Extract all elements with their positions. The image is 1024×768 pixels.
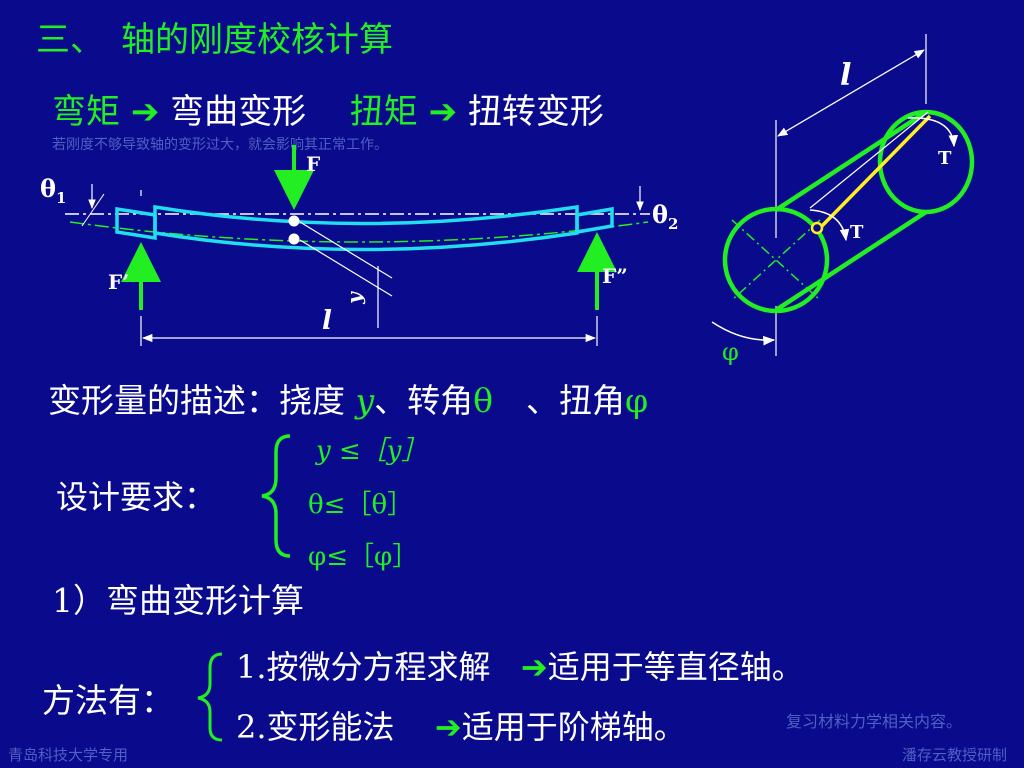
methods-label: 方法有： xyxy=(42,681,174,720)
method-2-result: 适用于阶梯轴。 xyxy=(461,708,686,746)
reaction-left-label: F’ xyxy=(108,270,130,294)
beam-right-step xyxy=(575,206,614,235)
twist-radius xyxy=(816,114,932,232)
theta1-label: θ1 xyxy=(40,174,67,207)
stiffness-hint: 若刚度不够导致轴的变形过大，就会影响其正常工作。 xyxy=(52,137,388,153)
reaction-right-label: F” xyxy=(602,264,628,288)
right-arrow-icon: ➔ xyxy=(130,92,160,132)
description-mid: 、转角 xyxy=(374,381,474,420)
load-point-deflected xyxy=(288,233,300,245)
force-F-label: F xyxy=(306,152,321,176)
right-arrow-icon: ➔ xyxy=(434,708,462,746)
shaft-top-edge xyxy=(774,110,928,212)
page-title: 三、 轴的刚度校核计算 xyxy=(36,20,393,60)
twist-symbol: φ xyxy=(625,381,649,420)
method-1: 1.按微分方程求解 ➔适用于等直径轴。 xyxy=(236,642,804,688)
torsion-deform-label: 扭转变形 xyxy=(467,92,604,132)
twist-point xyxy=(810,221,824,235)
footer-left: 青岛科技大学专用 xyxy=(8,746,129,764)
deflection-label: y xyxy=(341,292,366,304)
method-1-text: 1.按微分方程求解 xyxy=(236,648,491,686)
intro-line: 弯矩 ➔ 弯曲变形 扭矩 ➔ 扭转变形 xyxy=(52,84,604,133)
footer-right: 潘存云教授研制 xyxy=(902,746,1008,764)
shaft-length-dim xyxy=(777,49,925,137)
torque-label: 扭矩 xyxy=(349,92,418,132)
right-arrow-icon: ➔ xyxy=(520,648,548,686)
beam-diagram xyxy=(65,145,650,346)
beam-deflected-axis xyxy=(69,221,649,243)
shaft-diagram xyxy=(711,34,975,356)
shaft-far-end xyxy=(877,109,975,215)
twist-angle-label: φ xyxy=(722,338,739,366)
angle-symbol: θ xyxy=(473,381,494,420)
theta2-label: θ2 xyxy=(652,200,679,233)
shaft-length-label: l xyxy=(840,58,852,93)
load-point-original xyxy=(288,215,300,227)
method-2: 2.变形能法 ➔适用于阶梯轴。 xyxy=(236,702,686,748)
torque-mid-label: T xyxy=(850,222,864,243)
requirement-twist: φ≤［φ］ xyxy=(308,542,419,572)
right-arrow-icon: ➔ xyxy=(428,92,458,132)
requirements-label: 设计要求： xyxy=(56,478,217,516)
method-1-result: 适用于等直径轴。 xyxy=(547,648,804,686)
section-heading: 1）弯曲变形计算 xyxy=(52,581,304,620)
bending-deform-label: 弯曲变形 xyxy=(170,92,307,132)
shaft-near-end xyxy=(722,206,830,314)
requirement-deflection: y ≤［y］ xyxy=(316,436,428,466)
torque-top-label: T xyxy=(938,148,952,169)
deformation-description: 变形量的描述：挠度 y、转角θ 、扭角φ xyxy=(48,374,648,422)
beam-left-step xyxy=(115,206,157,241)
deflection-symbol: y xyxy=(355,381,375,420)
bending-moment-label: 弯矩 xyxy=(52,92,120,132)
shaft-bottom-edge xyxy=(774,210,928,312)
beam-length-label: l xyxy=(322,306,332,336)
method-2-text: 2.变形能法 xyxy=(236,708,395,746)
review-note: 复习材料力学相关内容。 xyxy=(786,712,963,731)
description-prefix: 变形量的描述：挠度 xyxy=(48,381,356,420)
requirement-angle: θ≤［θ］ xyxy=(308,490,414,520)
description-gap: 、扭角 xyxy=(493,381,626,420)
